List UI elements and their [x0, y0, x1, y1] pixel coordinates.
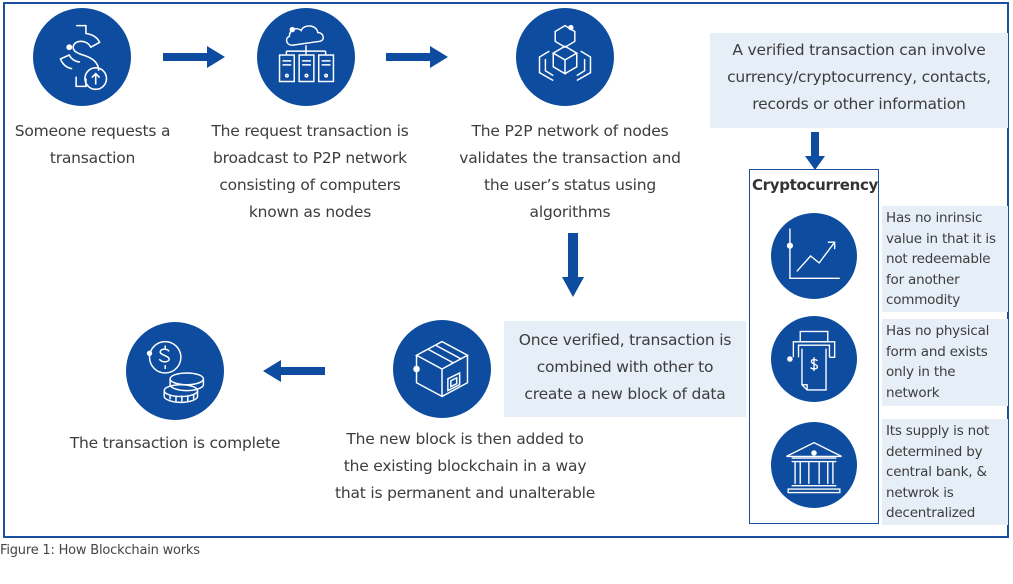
verified-transaction-note: A verified transaction can involve curre… [710, 33, 1008, 128]
step-validate-text: The P2P network of nodes validates the t… [459, 122, 681, 221]
arrow-down-icon [805, 132, 825, 170]
step-broadcast-text: The request transaction is broadcast to … [211, 122, 409, 221]
step-add-block-text: The new block is then added to the exist… [334, 430, 596, 502]
step-combine-text: Once verified, transaction is combined w… [504, 321, 746, 417]
growth-chart-icon [771, 213, 857, 299]
step-request-text: Someone requests a transaction [14, 122, 171, 167]
block-box-icon [393, 320, 491, 418]
diagram-frame [3, 2, 1009, 538]
arrow-down-icon [562, 233, 584, 297]
step-complete-text: The transaction is complete [69, 434, 281, 452]
coins-icon [126, 322, 224, 420]
arrow-right-icon [163, 46, 225, 68]
arrow-right-icon [386, 46, 448, 68]
feature-intrinsic-value: Has no inrinsic value in that it is not … [882, 206, 1008, 312]
arrow-left-icon [263, 360, 325, 382]
figure-caption: Figure 1: How Blockchain works [0, 543, 200, 558]
dollar-upload-icon [33, 8, 131, 106]
printer-money-icon [771, 316, 857, 402]
feature-physical-form: Has no physical form and exists only in … [882, 319, 1008, 406]
cryptocurrency-title: Cryptocurrency [751, 176, 879, 194]
feature-supply-decentralized: Its supply is not determined by central … [882, 419, 1008, 525]
cubes-network-icon [516, 8, 614, 106]
cloud-servers-icon [257, 8, 355, 106]
bank-icon [771, 422, 857, 508]
